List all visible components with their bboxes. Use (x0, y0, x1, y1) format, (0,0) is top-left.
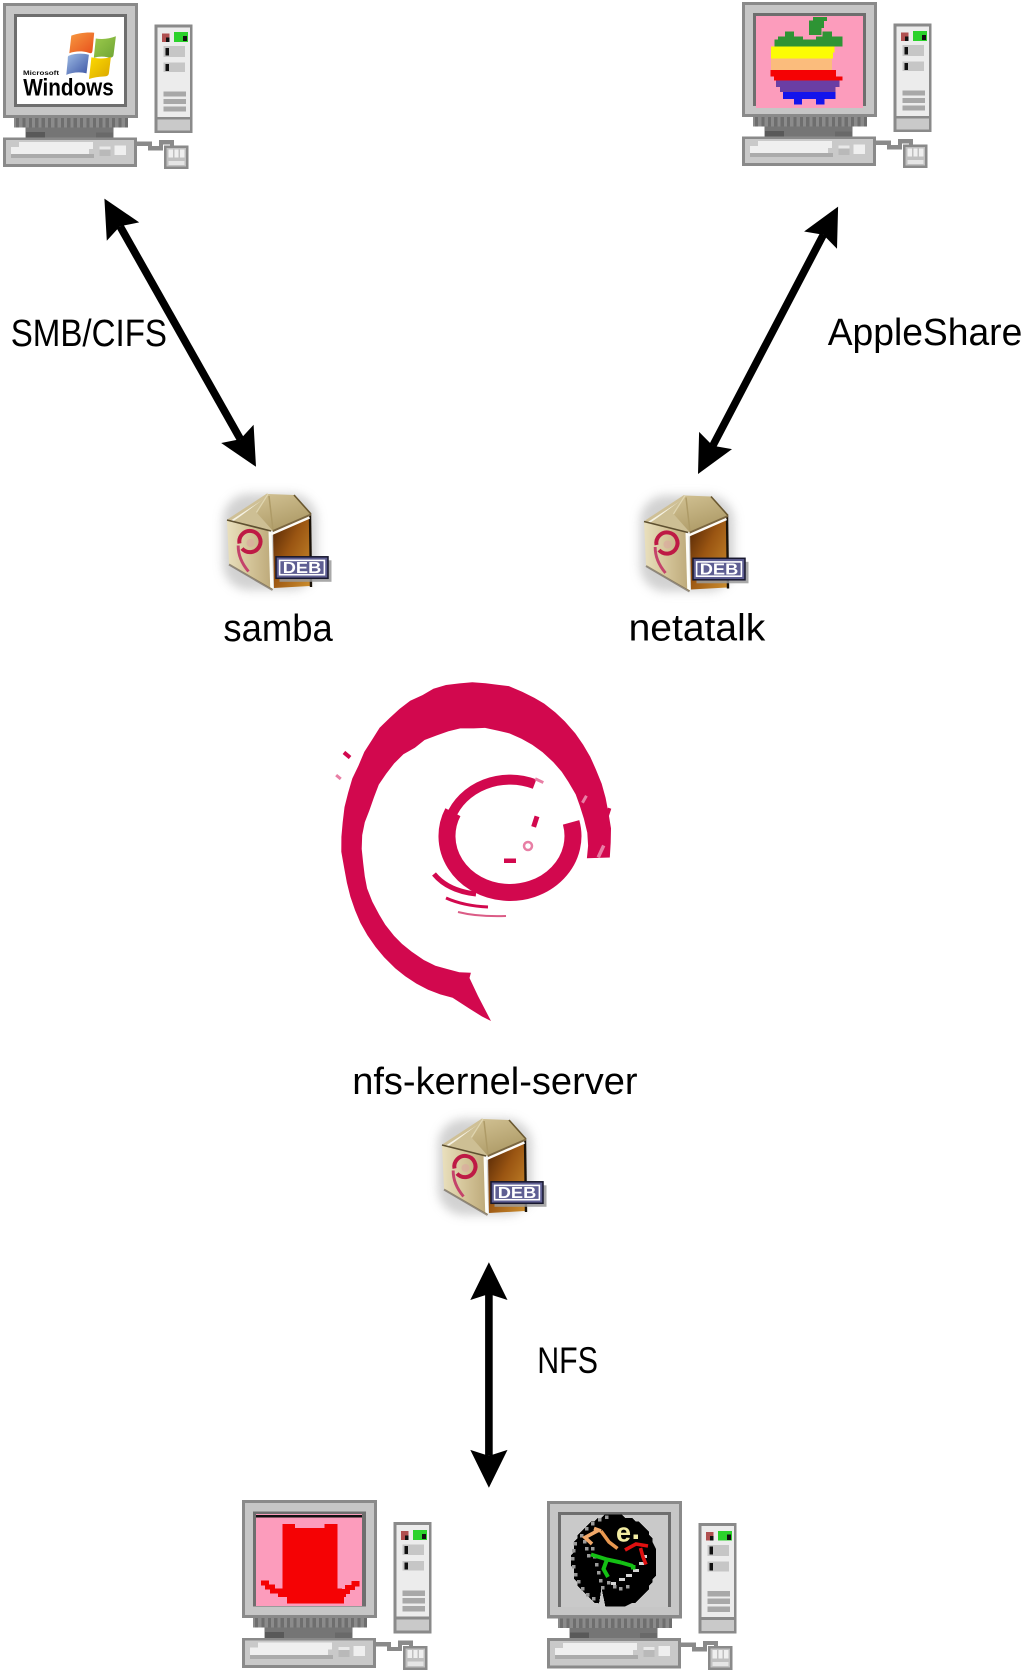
svg-text:Windows: Windows (23, 75, 114, 102)
svg-text:NFS: NFS (537, 1340, 598, 1381)
svg-text:SMB/CIFS: SMB/CIFS (11, 313, 167, 355)
svg-text:netatalk: netatalk (629, 608, 767, 650)
svg-text:Microsoft: Microsoft (23, 70, 60, 77)
svg-text:AppleShare: AppleShare (828, 312, 1023, 354)
svg-text:e: e (616, 1518, 631, 1548)
svg-text:samba: samba (223, 608, 333, 650)
svg-text:nfs-kernel-server: nfs-kernel-server (352, 1061, 638, 1103)
